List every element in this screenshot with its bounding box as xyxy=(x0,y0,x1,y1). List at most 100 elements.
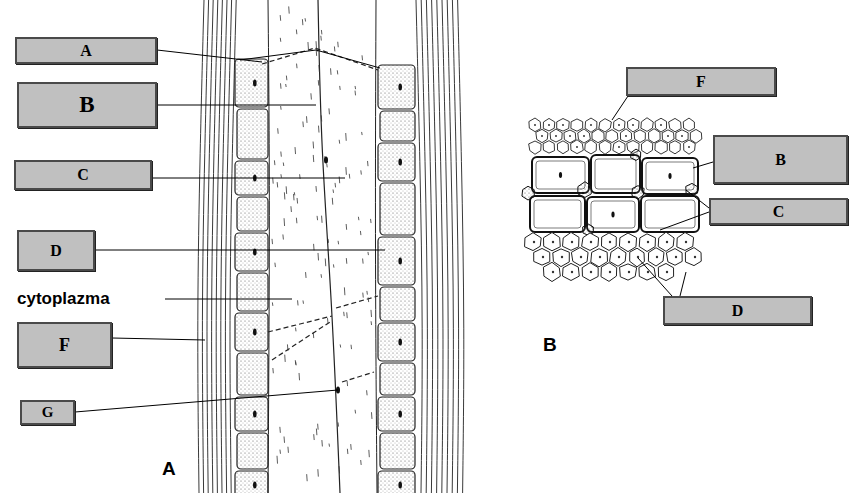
parenchyma-cell xyxy=(677,232,694,250)
label-box: G xyxy=(20,400,75,425)
nucleus xyxy=(398,339,402,346)
companion-cell xyxy=(235,313,268,351)
cytoplasm-strand xyxy=(346,312,348,318)
label-box: A xyxy=(15,37,157,64)
companion-cell xyxy=(235,59,268,107)
cytoplasm-strand xyxy=(274,263,276,267)
nucleus xyxy=(611,212,614,218)
nucleus xyxy=(667,135,669,137)
leader-line xyxy=(660,212,709,230)
cytoplasm-strand xyxy=(317,424,319,430)
cytoplasm-strand xyxy=(333,189,335,192)
leader-line xyxy=(75,390,338,412)
nucleus xyxy=(580,256,582,258)
cytoplasm-strand xyxy=(313,142,315,149)
nucleus xyxy=(534,124,536,126)
part-letter: D xyxy=(732,302,744,320)
cytoplasm-strand xyxy=(345,133,347,141)
small-cell xyxy=(641,140,652,154)
fibre-line xyxy=(442,0,448,493)
sieve-tube-lumen xyxy=(645,200,695,228)
nucleus xyxy=(681,135,683,137)
parenchyma-cell xyxy=(582,233,599,250)
cytoplasm-strand xyxy=(366,390,368,395)
cytoplasm-strand xyxy=(362,55,364,60)
sieve-tube-cell xyxy=(591,155,640,193)
cytoplasm-strand xyxy=(362,259,364,264)
parenchyma-cell xyxy=(610,247,626,266)
nucleus xyxy=(628,271,630,273)
sieve-tube-lumen xyxy=(595,159,636,189)
cytoplasm-strand xyxy=(326,164,328,168)
cytoplasm-strand xyxy=(335,183,337,187)
fibre-line xyxy=(437,0,443,493)
cytoplasm-strand xyxy=(371,321,373,325)
cytoplasm-strand xyxy=(355,91,357,96)
cytoplasm-strand xyxy=(346,224,348,230)
small-cell xyxy=(599,119,612,132)
companion-cell xyxy=(237,433,268,469)
cytoplasm-strand xyxy=(287,447,289,453)
cytoplasm-strand xyxy=(371,412,373,419)
cytoplasm-strand xyxy=(316,48,318,56)
companion-cell xyxy=(237,109,268,159)
part-letter: G xyxy=(42,404,54,421)
cytoplasm-strand xyxy=(302,121,304,127)
part-letter: C xyxy=(773,203,785,221)
fibre-line xyxy=(421,0,427,493)
cytoplasm-strand xyxy=(305,272,307,278)
parenchyma-cell xyxy=(639,234,655,252)
sieve-plate xyxy=(336,296,378,308)
nucleus xyxy=(618,124,620,126)
companion-cell xyxy=(380,363,415,395)
nucleus xyxy=(398,159,402,166)
small-cell xyxy=(649,129,661,143)
cytoplasm-strand xyxy=(272,239,274,244)
companion-cell xyxy=(237,273,268,311)
parenchyma-cell xyxy=(658,263,673,280)
sieve-tube-wall xyxy=(318,0,340,493)
nucleus xyxy=(542,256,544,258)
nucleus xyxy=(561,256,563,258)
leader-line xyxy=(612,96,628,120)
leader-line xyxy=(686,190,709,208)
nucleus xyxy=(541,135,543,137)
parenchyma-cell xyxy=(582,263,598,281)
nucleus xyxy=(559,172,562,178)
nucleus xyxy=(324,157,328,164)
leader-line xyxy=(165,299,292,300)
cytoplasm-strand xyxy=(284,437,286,443)
small-cell xyxy=(557,141,568,154)
nucleus xyxy=(590,271,592,273)
small-cell xyxy=(529,118,541,132)
label-box: D xyxy=(663,296,812,325)
cytoplasm-strand xyxy=(316,41,318,49)
cytoplasm-strand xyxy=(287,344,289,350)
small-cell xyxy=(634,130,645,143)
leader-line xyxy=(95,250,385,251)
cytoplasm-strand xyxy=(280,38,282,42)
cytoplasm-strand xyxy=(337,42,339,47)
companion-cell xyxy=(378,237,415,285)
leader-line xyxy=(316,50,380,68)
cytoplasm-strand xyxy=(306,474,308,481)
sieve-tube-cell xyxy=(530,196,585,232)
cytoplasm-strand xyxy=(321,440,323,446)
parenchyma-cell xyxy=(544,232,561,250)
longitudinal-section xyxy=(198,0,464,493)
cytoplasm-strand xyxy=(299,373,301,380)
part-letter: D xyxy=(50,242,62,260)
nucleus xyxy=(632,124,634,126)
cytoplasm-strand xyxy=(360,460,362,465)
part-letter: B xyxy=(79,92,94,118)
cross-section xyxy=(522,118,702,282)
cytoplasm-strand xyxy=(321,216,323,223)
cytoplasm-strand xyxy=(317,469,319,476)
cytoplasm-strand xyxy=(284,355,286,362)
small-cell xyxy=(676,130,688,142)
cytoplasm-strand xyxy=(318,126,320,133)
small-cell xyxy=(627,118,639,132)
cytoplasm-strand xyxy=(338,422,340,426)
cytoplasm-strand xyxy=(288,6,290,13)
leader-line xyxy=(638,258,672,296)
